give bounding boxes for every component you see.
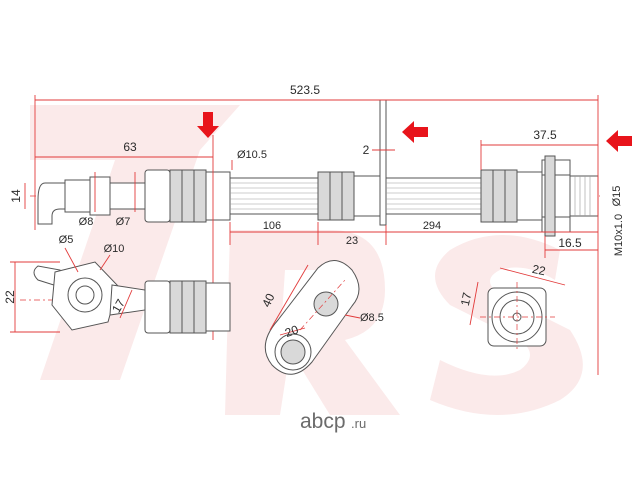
- ferrule-right-crimp-3: [504, 169, 518, 223]
- nut-end-view: [469, 267, 566, 352]
- elbow-ferrule-crimp-2: [181, 280, 195, 334]
- ferrule-right-crimp-1: [480, 169, 494, 223]
- dim-pipe-d1: Ø8: [79, 216, 94, 228]
- dim-nut-across-flats: 22: [531, 262, 547, 279]
- ferrule-right-end: [516, 171, 543, 221]
- dim-banjo-hole: Ø10.5: [237, 149, 267, 161]
- bracket-plate-view: [264, 260, 361, 375]
- pipe-collar-2: [89, 176, 111, 216]
- bracket-hole-small: [313, 291, 339, 317]
- dim-elbow-d-large: Ø10: [104, 243, 125, 255]
- view-arrows: [197, 112, 632, 152]
- dim-seg-3: 294: [423, 220, 441, 232]
- main-dimension-lines: [24, 95, 599, 375]
- dim-bracket-length: 40: [259, 291, 277, 309]
- arrow-down-left: [197, 112, 219, 138]
- dim-seg-2: 23: [346, 235, 358, 247]
- arrow-left-end: [606, 130, 632, 152]
- right-thread: [569, 175, 599, 217]
- hose-segment-2-texture: [386, 182, 481, 210]
- ferrule-left-crimp-1: [169, 169, 183, 223]
- dim-elbow-hex: 17: [109, 296, 128, 315]
- dim-seg-1: 106: [263, 220, 281, 232]
- ferrule-mid-crimp-3: [341, 171, 355, 221]
- elbow-ferrule-end: [205, 282, 231, 332]
- dim-fitting-end-length: 37.5: [533, 128, 557, 142]
- ferrule-left-crimp-2: [181, 169, 195, 223]
- logo-domain: .ru: [351, 416, 366, 431]
- ferrule-left-end: [205, 171, 231, 221]
- dim-elbow-d-small: Ø5: [59, 234, 74, 246]
- abcp-logo: abcp .ru: [300, 410, 366, 433]
- bracket-hole-large-inner: [280, 339, 306, 365]
- hose-segment-2: [385, 177, 482, 215]
- pipe-tube: [109, 182, 146, 210]
- elbow-ferrule-crimp-1: [169, 280, 183, 334]
- hose-segment-1-texture: [230, 182, 318, 210]
- arrow-left-bracket: [402, 121, 428, 143]
- elbow-ferrule-crimp-3: [193, 280, 207, 334]
- ferrule-right-crimp-2: [492, 169, 506, 223]
- dim-overall-length: 523.5: [290, 83, 320, 97]
- pipe-collar-1: [64, 179, 91, 213]
- dim-elbow-width: 22: [3, 290, 17, 304]
- elbow-bore-inner: [75, 285, 95, 305]
- logo-name: abcp: [300, 410, 346, 433]
- ferrule-left-crimp-3: [193, 169, 207, 223]
- elbow-ferrule-neck: [144, 280, 171, 334]
- dim-flange-length: 63: [123, 140, 137, 154]
- ferrule-left-neck: [144, 169, 171, 223]
- dim-bracket-hole-large: 20: [283, 322, 301, 340]
- dim-nut-diameter: Ø15: [611, 186, 623, 207]
- dim-hose-od-left: 14: [9, 189, 23, 203]
- elbow-fitting-view: [10, 247, 231, 334]
- dim-thread-length: 16.5: [558, 236, 582, 250]
- right-thread-texture: [574, 176, 591, 216]
- dim-bracket-hole-small: Ø8.5: [360, 312, 384, 324]
- mounting-bracket-plate: [379, 99, 387, 226]
- brand-watermark: [30, 105, 583, 415]
- hose-main-view: [30, 99, 600, 237]
- right-nut-flange: [544, 155, 556, 237]
- ferrule-mid-body: [353, 175, 381, 217]
- hose-segment-1: [229, 177, 319, 215]
- ferrule-mid-crimp-1: [317, 171, 331, 221]
- dim-pipe-d2: Ø7: [116, 216, 131, 228]
- dim-nut-side: 17: [458, 291, 475, 307]
- ferrule-mid-crimp-2: [329, 171, 343, 221]
- dim-thread-spec: M10x1.0: [613, 214, 625, 256]
- dim-bracket-thickness: 2: [363, 143, 370, 157]
